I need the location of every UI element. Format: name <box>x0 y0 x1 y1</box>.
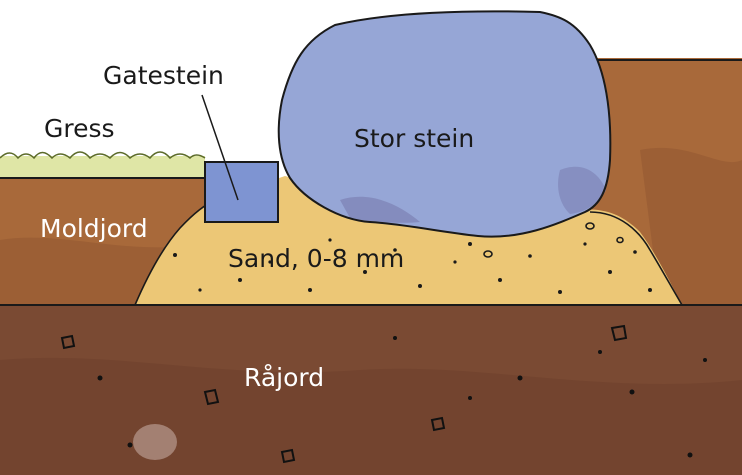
subsoil-layer <box>0 305 742 475</box>
big-stone-shadow-right <box>558 166 606 214</box>
label-stor-stein: Stor stein <box>354 124 474 153</box>
gatestein-leader-line <box>201 94 239 201</box>
subsoil-shading <box>0 357 742 475</box>
grass-strip <box>0 156 205 178</box>
subsoil-pale-patch <box>133 424 177 460</box>
big-stone-shadow <box>340 196 420 223</box>
grass-blades <box>0 151 206 160</box>
label-gatestein: Gatestein <box>103 61 224 90</box>
label-gress: Gress <box>44 114 115 143</box>
topsoil-shading-right <box>640 147 742 305</box>
paver-stone-outline <box>204 161 279 223</box>
subsoil-grains <box>97 336 707 458</box>
sand-grains <box>173 238 652 294</box>
label-moldjord: Moldjord <box>40 214 148 243</box>
subsoil-stones <box>60 324 628 464</box>
big-stone-outline <box>277 10 612 238</box>
big-stone <box>278 11 611 237</box>
sand-pebbles <box>483 222 624 258</box>
label-sand: Sand, 0-8 mm <box>228 244 404 273</box>
label-rajord: Råjord <box>244 363 324 392</box>
paver-stone <box>205 162 278 222</box>
